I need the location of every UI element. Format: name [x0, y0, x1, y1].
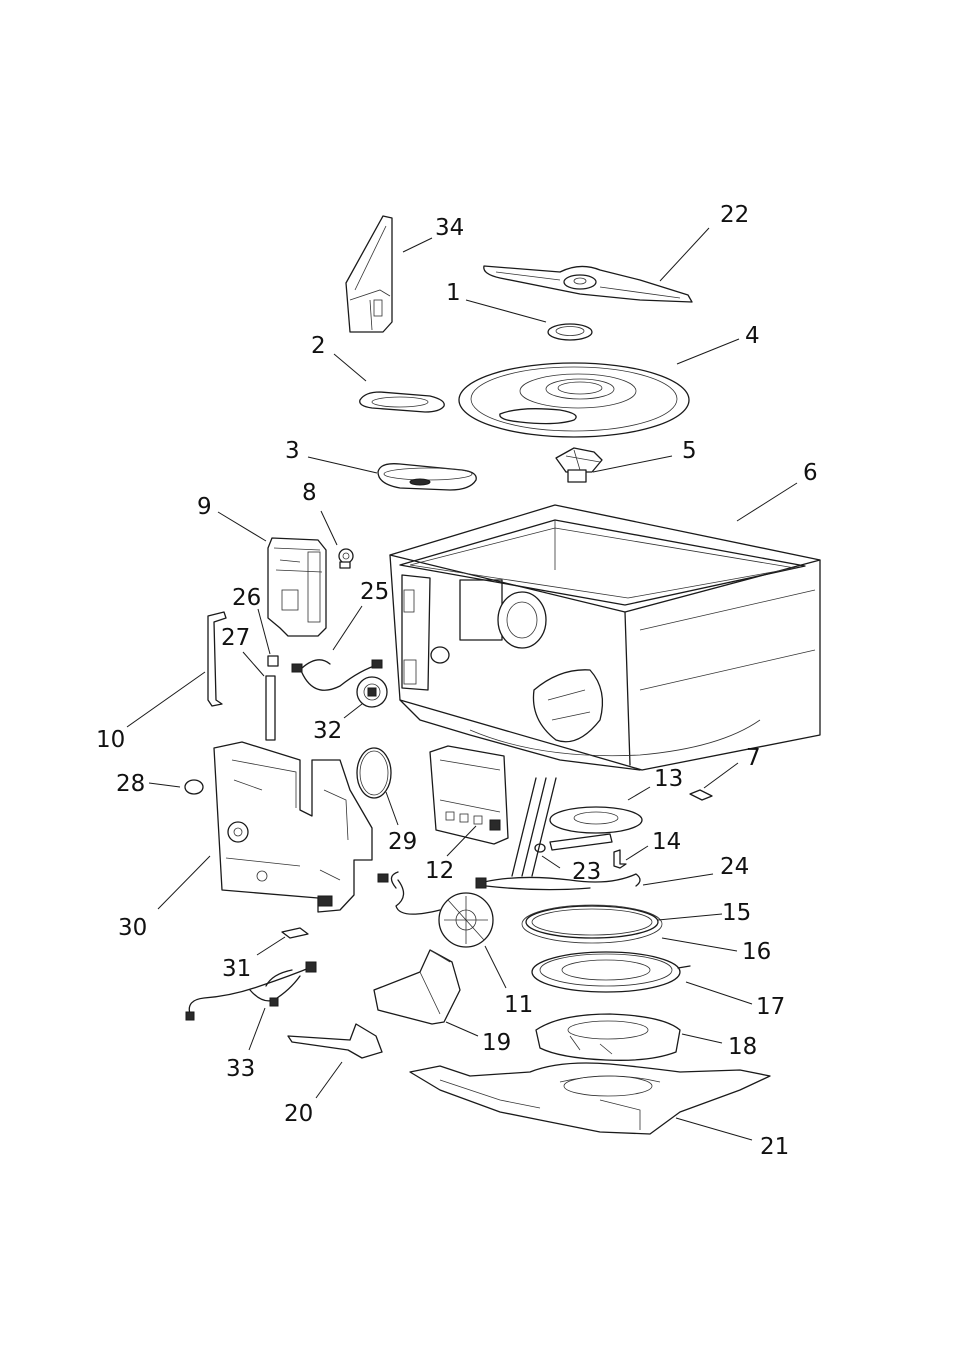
callout-19: 19 — [482, 1030, 511, 1056]
callout-11: 11 — [504, 992, 533, 1018]
callout-28: 28 — [116, 771, 145, 797]
part-18-sump-base — [535, 1013, 681, 1061]
part-30-sump-housing — [213, 741, 373, 913]
part-6-tub — [389, 504, 821, 771]
callout-32: 32 — [313, 718, 342, 744]
part-28-o-ring — [184, 779, 204, 795]
part-31-plate — [281, 927, 309, 939]
callout-14: 14 — [652, 829, 681, 855]
callout-15: 15 — [722, 900, 751, 926]
part-11-fan — [377, 871, 494, 948]
callout-1: 1 — [446, 280, 461, 306]
callout-34: 34 — [435, 215, 464, 241]
part-27-tube — [265, 675, 276, 741]
callout-20: 20 — [284, 1101, 313, 1127]
part-34-funnel — [345, 215, 393, 333]
part-23-heater-pipe — [534, 833, 613, 853]
callout-17: 17 — [756, 994, 785, 1020]
callout-5: 5 — [682, 438, 697, 464]
part-5-spray-hub — [555, 447, 603, 483]
callout-21: 21 — [760, 1134, 789, 1160]
callout-16: 16 — [742, 939, 771, 965]
part-17-ring-plate — [531, 951, 691, 993]
part-14-bracket — [613, 849, 627, 869]
part-10-bracket — [207, 611, 227, 707]
callout-18: 18 — [728, 1034, 757, 1060]
part-22-spray-arm — [483, 265, 693, 303]
part-21-base — [409, 1062, 771, 1135]
part-32-pump — [356, 676, 388, 708]
callout-29: 29 — [388, 829, 417, 855]
callout-31: 31 — [222, 956, 251, 982]
callout-8: 8 — [302, 480, 317, 506]
part-8-valve — [338, 548, 354, 569]
part-20-drain-guide — [287, 1023, 383, 1059]
part-26-clip — [267, 655, 279, 667]
callout-6: 6 — [803, 460, 818, 486]
callout-26: 26 — [232, 585, 261, 611]
part-29-o-ring — [356, 747, 392, 799]
callout-24: 24 — [720, 854, 749, 880]
callout-4: 4 — [745, 323, 760, 349]
part-25-harness — [291, 659, 383, 691]
part-7-screw — [689, 789, 713, 801]
part-13-heater — [511, 777, 643, 877]
callout-27: 27 — [221, 625, 250, 651]
part-12-control-board — [429, 745, 509, 845]
callout-7: 7 — [746, 745, 761, 771]
callout-23: 23 — [572, 859, 601, 885]
callout-30: 30 — [118, 915, 147, 941]
callout-2: 2 — [311, 333, 326, 359]
callout-22: 22 — [720, 202, 749, 228]
callout-25: 25 — [360, 579, 389, 605]
part-19-duct — [373, 949, 461, 1025]
part-15-gasket — [525, 905, 659, 939]
callout-13: 13 — [654, 766, 683, 792]
part-3-filter-cup — [377, 463, 477, 491]
part-2-filter-plate — [359, 391, 445, 413]
callout-3: 3 — [285, 438, 300, 464]
callout-numbers: 1 2 3 4 5 6 7 8 9 10 11 12 13 14 15 16 1… — [96, 202, 818, 1160]
leader-lines — [126, 227, 798, 1141]
part-1-ring — [547, 323, 593, 341]
part-4-filter-disc — [458, 362, 690, 438]
callout-9: 9 — [197, 494, 212, 520]
part-24-cable — [475, 873, 641, 891]
part-9-dispenser — [267, 537, 327, 637]
callout-33: 33 — [226, 1056, 255, 1082]
callout-10: 10 — [96, 727, 125, 753]
callout-12: 12 — [425, 858, 454, 884]
part-33-wiring-harness — [185, 961, 317, 1021]
part-16-seal — [521, 904, 663, 944]
